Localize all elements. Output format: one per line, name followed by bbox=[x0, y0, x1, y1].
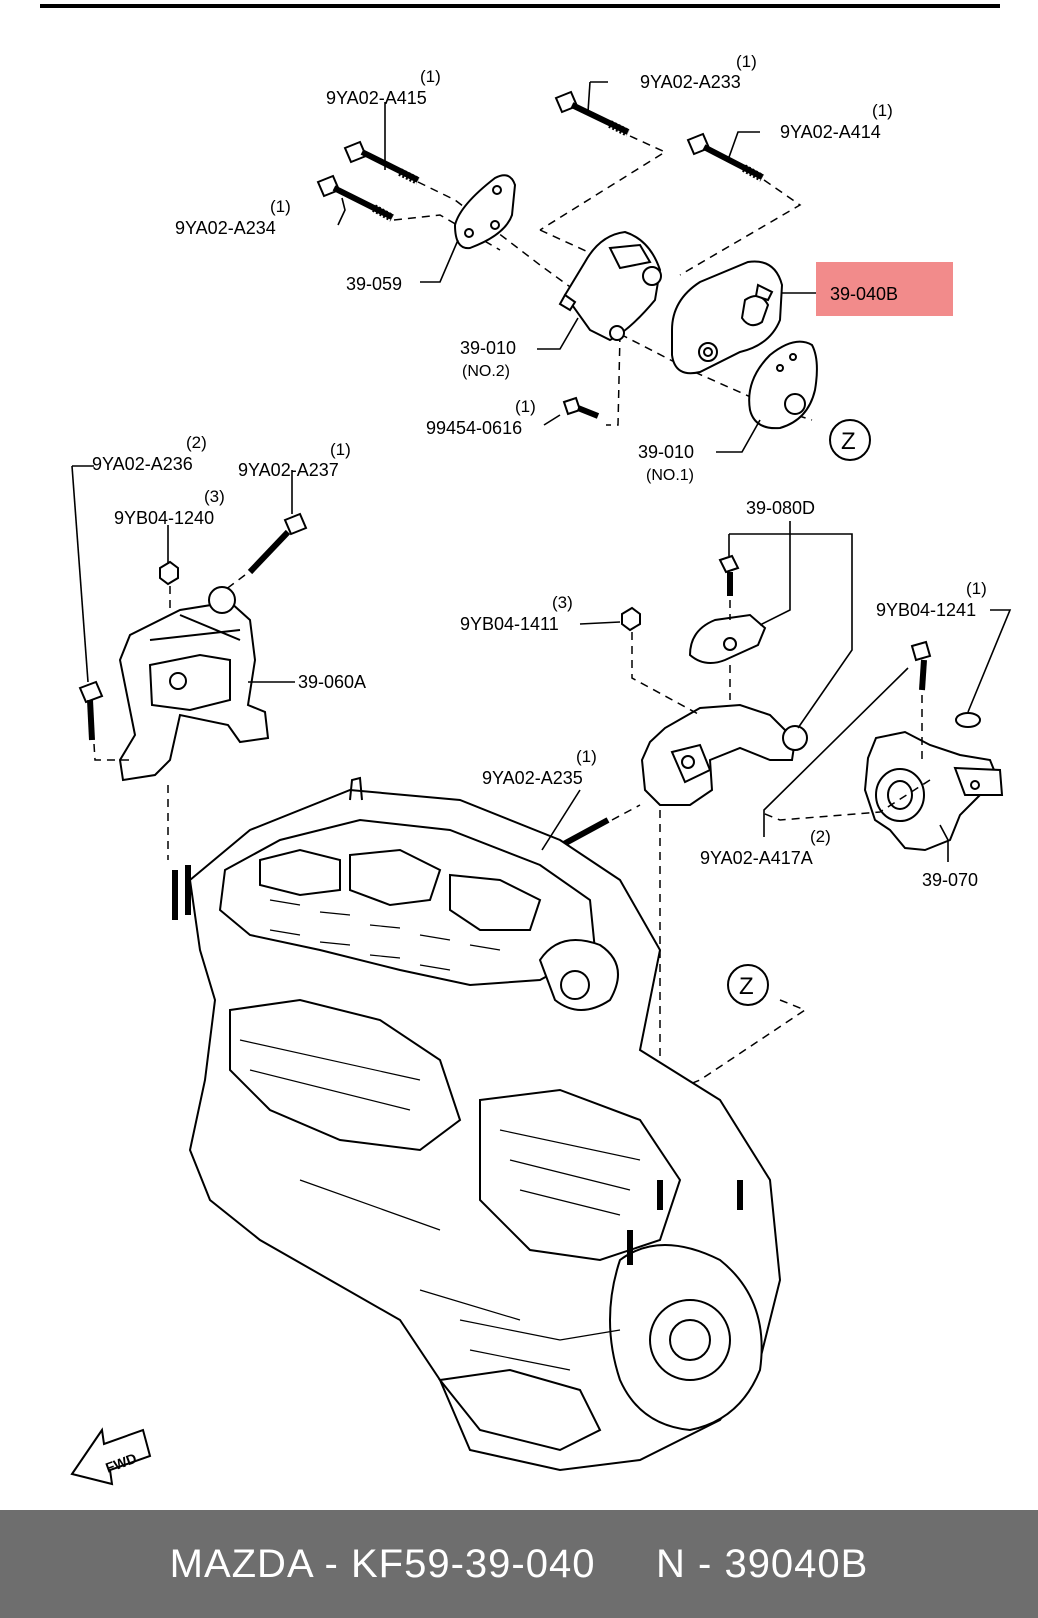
qty-a233: (1) bbox=[736, 52, 757, 71]
label-1241: 9YB04-1241 bbox=[876, 600, 976, 620]
label-39-010-no1: 39-010 bbox=[638, 442, 694, 462]
bolt-a236 bbox=[78, 680, 104, 741]
engine-mount-39-070 bbox=[863, 730, 1004, 852]
bolt-a237 bbox=[247, 512, 308, 575]
exploded-parts-diagram: (1) 9YA02-A415 (1) 9YA02-A233 (1) 9YA02-… bbox=[40, 4, 1012, 1486]
bolt-a233 bbox=[554, 90, 630, 137]
engine-block-illustration bbox=[172, 776, 782, 1472]
ref-marker-bottom: Z bbox=[739, 973, 754, 1000]
callout-labels: (1) 9YA02-A415 (1) 9YA02-A233 (1) 9YA02-… bbox=[92, 52, 987, 1476]
qty-1411: (3) bbox=[552, 593, 573, 612]
label-a233: 9YA02-A233 bbox=[640, 72, 741, 92]
qty-a417a: (2) bbox=[810, 827, 831, 846]
qty-a237: (1) bbox=[330, 440, 351, 459]
label-1411: 9YB04-1411 bbox=[460, 614, 559, 634]
bracket-39-059 bbox=[453, 174, 517, 250]
bolt-a234 bbox=[316, 174, 394, 222]
label-a415: 9YA02-A415 bbox=[326, 88, 427, 108]
bolt-a415 bbox=[343, 140, 420, 185]
bracket-39-010-no2 bbox=[558, 230, 662, 342]
label-0616: 99454-0616 bbox=[426, 418, 522, 438]
reference-circle-bottom bbox=[727, 964, 769, 1006]
label-a236: 9YA02-A236 bbox=[92, 454, 193, 474]
qty-a414: (1) bbox=[872, 101, 893, 120]
bracket-39-080d bbox=[688, 613, 767, 665]
qty-a236: (2) bbox=[186, 433, 207, 452]
nut-1411 bbox=[621, 606, 641, 632]
highlight-box bbox=[816, 262, 953, 316]
bracket-39-010-no1 bbox=[748, 340, 818, 430]
washer-1241 bbox=[955, 712, 981, 728]
label-39-010-no2: 39-010 bbox=[460, 338, 516, 358]
bolt-1241 bbox=[910, 640, 932, 691]
label-39-040b: 39-040B bbox=[830, 284, 898, 304]
qty-a234: (1) bbox=[270, 197, 291, 216]
label-39-080d: 39-080D bbox=[746, 498, 815, 518]
nut-1240 bbox=[159, 560, 179, 586]
qty-a415: (1) bbox=[420, 67, 441, 86]
footer-caption: MAZDA - KF59-39-040 N - 39040B bbox=[169, 1541, 869, 1586]
fwd-arrow bbox=[70, 1427, 152, 1486]
qty-0616: (1) bbox=[515, 397, 536, 416]
label-a414: 9YA02-A414 bbox=[780, 122, 881, 142]
ref-marker-top: Z bbox=[841, 428, 856, 455]
bolt-99454-0616 bbox=[562, 396, 600, 419]
reference-circle-top bbox=[829, 419, 871, 461]
note-39-010-no2: (NO.2) bbox=[462, 363, 510, 380]
note-39-010-no1: (NO.1) bbox=[646, 467, 694, 484]
qty-a235: (1) bbox=[576, 747, 597, 766]
engine-detail-lines bbox=[239, 899, 641, 1371]
bolt-a414 bbox=[686, 132, 764, 182]
label-39-070: 39-070 bbox=[922, 870, 978, 890]
engine-mount-39-060a bbox=[118, 586, 270, 782]
engine-mount-39-040b bbox=[671, 260, 784, 375]
label-a237: 9YA02-A237 bbox=[238, 460, 339, 480]
label-a235: 9YA02-A235 bbox=[482, 768, 583, 788]
dashed-guides-top bbox=[393, 135, 813, 426]
dashed-guides-left bbox=[93, 574, 246, 860]
mount-39-080d-body bbox=[640, 703, 808, 806]
callout-leaders bbox=[71, 81, 1012, 862]
bolt-080d bbox=[718, 554, 740, 596]
qty-1241: (1) bbox=[966, 579, 987, 598]
footer-bar: MAZDA - KF59-39-040 N - 39040B bbox=[0, 1510, 1038, 1618]
label-1240: 9YB04-1240 bbox=[114, 508, 214, 528]
label-a417a: 9YA02-A417A bbox=[700, 848, 813, 868]
label-39-059: 39-059 bbox=[346, 274, 402, 294]
label-a234: 9YA02-A234 bbox=[175, 218, 276, 238]
qty-1240: (3) bbox=[204, 487, 225, 506]
label-39-060a: 39-060A bbox=[298, 672, 366, 692]
